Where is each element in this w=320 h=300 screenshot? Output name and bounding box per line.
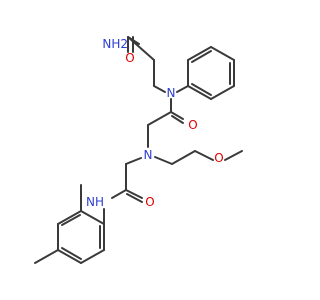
bond [191,83,212,96]
bond [80,210,105,225]
atom-nh-aryl: NH [86,195,104,209]
bond [125,189,143,199]
bond [80,249,105,264]
bond [34,249,59,264]
atom-nh2: NH2 [102,37,128,51]
atom-o-top: O [125,51,134,65]
bond [224,150,243,161]
bond [191,50,212,63]
bond [126,193,143,203]
bond [187,46,212,61]
atom-o-mid: O [188,118,197,132]
bond [176,85,189,93]
chemical-structure: NH2 O N O N O NH O [34,36,243,264]
bond [61,214,81,226]
bond [127,36,155,61]
atom-o-methoxy: O [214,151,223,165]
bond [171,115,184,124]
bond [194,150,214,161]
atom-n-center: N [144,148,153,162]
bond [111,189,127,199]
atom-n-phenyl: N [167,86,176,100]
bond [61,247,82,260]
atom-labels: NH2 O N O N O NH O [86,37,224,209]
bond [170,111,184,120]
bond [125,157,142,165]
bond [147,111,172,126]
bond [210,85,235,100]
bond [210,46,235,61]
atom-o-lower: O [145,195,154,209]
bond [57,249,82,264]
bond [187,85,212,100]
bonds [34,36,243,264]
bond [154,156,173,165]
bond [57,210,82,225]
bond [153,85,166,93]
bond [171,150,196,165]
